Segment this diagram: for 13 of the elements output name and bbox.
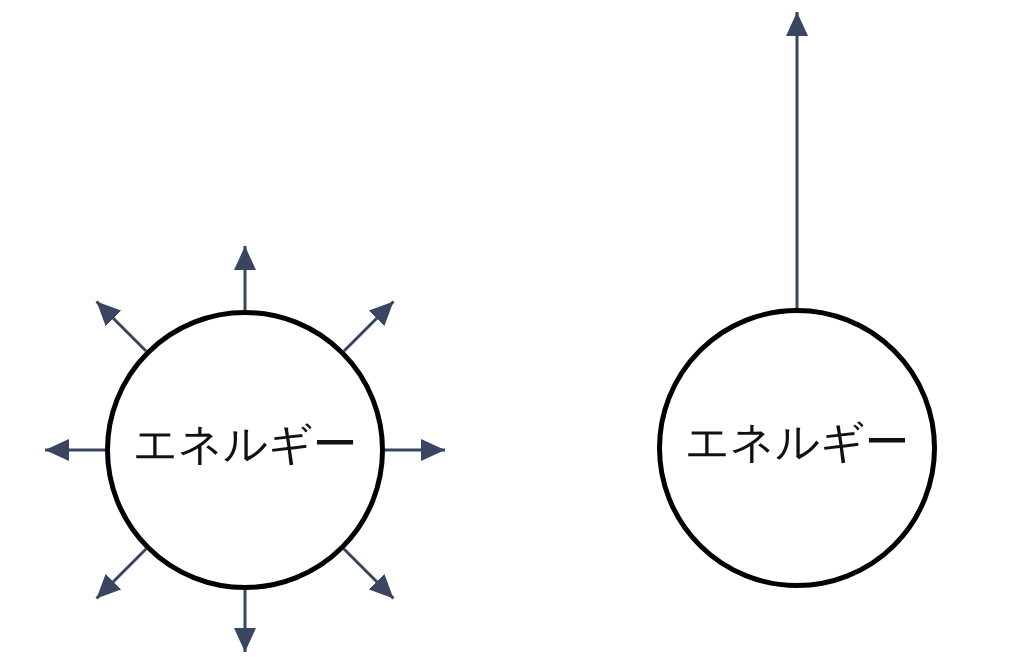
arrow (95, 547, 148, 600)
arrow (786, 12, 808, 308)
circle-node (657, 308, 937, 588)
arrow (45, 439, 105, 461)
arrow (234, 246, 256, 310)
node-label: エネルギー (685, 418, 909, 467)
node-label: エネルギー (133, 420, 357, 469)
arrow (95, 300, 148, 353)
arrow (342, 547, 395, 600)
circle-node (105, 310, 385, 590)
arrow (342, 300, 395, 353)
arrow (234, 590, 256, 652)
arrow (385, 439, 445, 461)
